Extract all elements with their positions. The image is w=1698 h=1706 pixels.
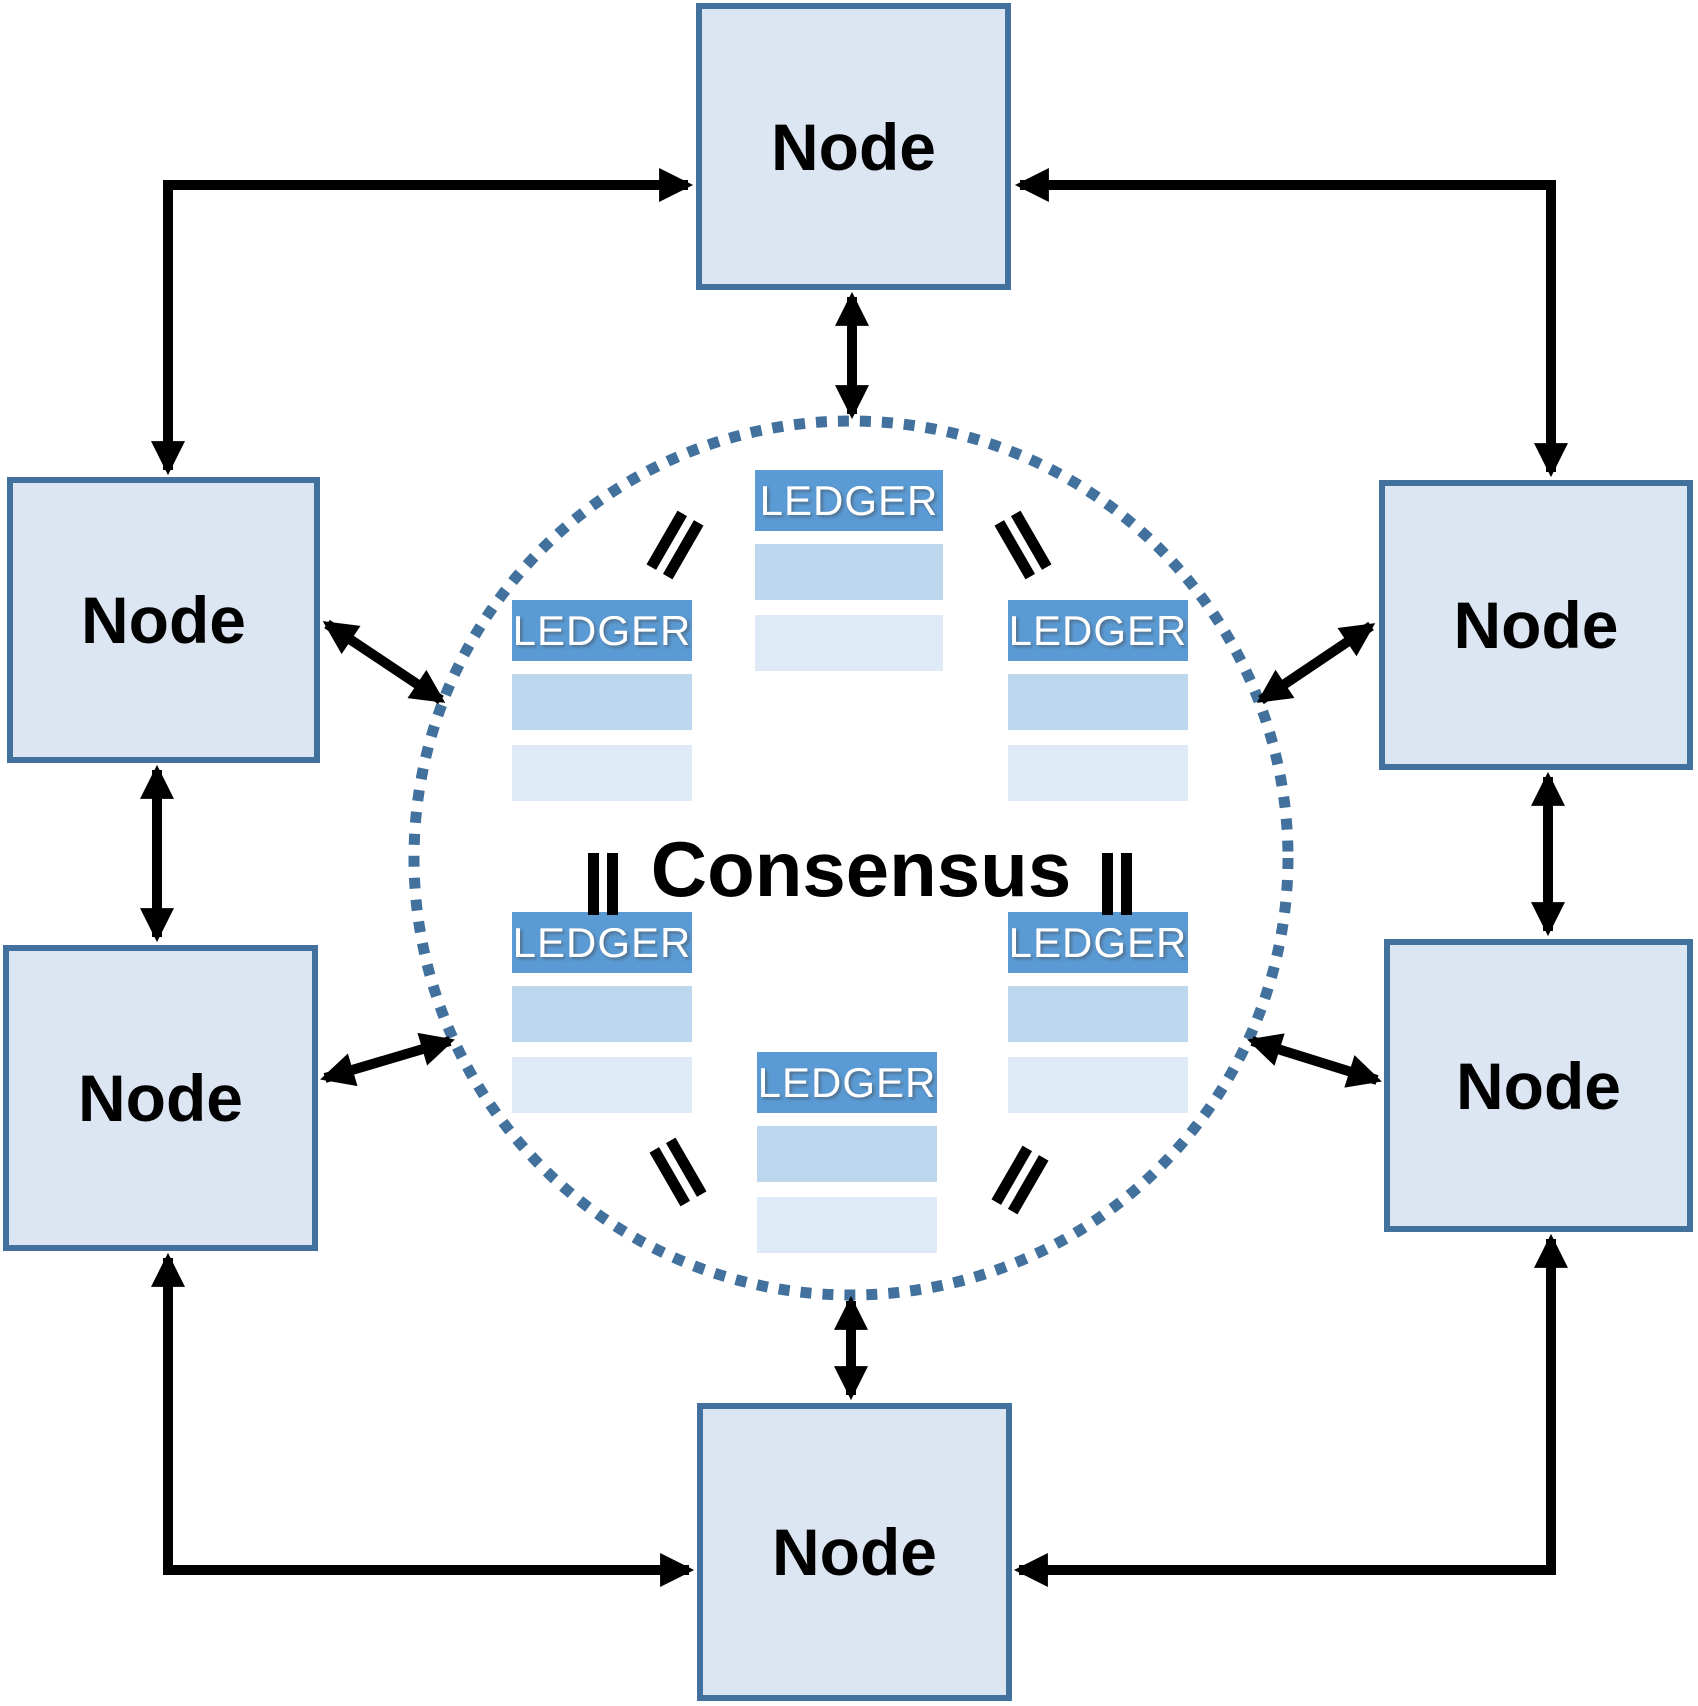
double-arrow-right-upper-circle [1256,621,1376,705]
ledger-row [1008,1057,1188,1113]
ledger-stack-bottom-center: LEDGER [757,1052,937,1253]
ledger-stack-lower-left: LEDGER [512,912,692,1113]
ledger-header: LEDGER [512,912,692,973]
node-label: Node [1456,1048,1621,1123]
ledger-header: LEDGER [755,470,943,531]
node-box-right-upper: Node [1379,480,1693,770]
node-label: Node [771,109,936,184]
double-arrow-right-lower-circle [1247,1033,1382,1088]
ledger-header: LEDGER [1008,912,1188,973]
double-arrow-left-upper-circle [322,619,446,705]
node-box-left-upper: Node [7,477,320,763]
node-label: Node [81,583,246,657]
elbow-arrow-top-right [1014,168,1568,478]
ledger-header: LEDGER [1008,600,1188,661]
ledger-row [1008,986,1188,1042]
ledger-row [1008,745,1188,801]
ledger-row [755,615,943,671]
ledger-row [757,1197,937,1253]
node-box-right-lower: Node [1384,939,1693,1232]
ledger-row [755,544,943,600]
ledger-header: LEDGER [512,600,692,661]
node-label: Node [1453,588,1619,662]
consensus-boundary-circle [408,415,1294,1301]
ledger-stack-upper-right: LEDGER [1008,600,1188,801]
node-box-left-lower: Node [3,945,318,1251]
node-label: Node [772,1515,937,1589]
ledger-row [512,674,692,730]
ledger-stack-top-center: LEDGER [755,470,943,671]
elbow-arrow-bottom-left [151,1252,695,1587]
ledger-row [1008,674,1188,730]
ledger-stack-lower-right: LEDGER [1008,912,1188,1113]
node-box-top: Node [696,3,1011,290]
elbow-arrow-top-left [151,168,694,476]
double-arrow-left-lower-circle [320,1032,455,1087]
ledger-row [512,986,692,1042]
elbow-arrow-bottom-right [1013,1233,1568,1587]
node-box-bottom: Node [697,1403,1012,1701]
ledger-row [512,745,692,801]
ledger-header: LEDGER [757,1052,937,1113]
ledger-row [512,1057,692,1113]
ledger-stack-upper-left: LEDGER [512,600,692,801]
consensus-title: Consensus [650,825,1072,913]
node-label: Node [78,1061,243,1135]
ledger-row [757,1126,937,1182]
